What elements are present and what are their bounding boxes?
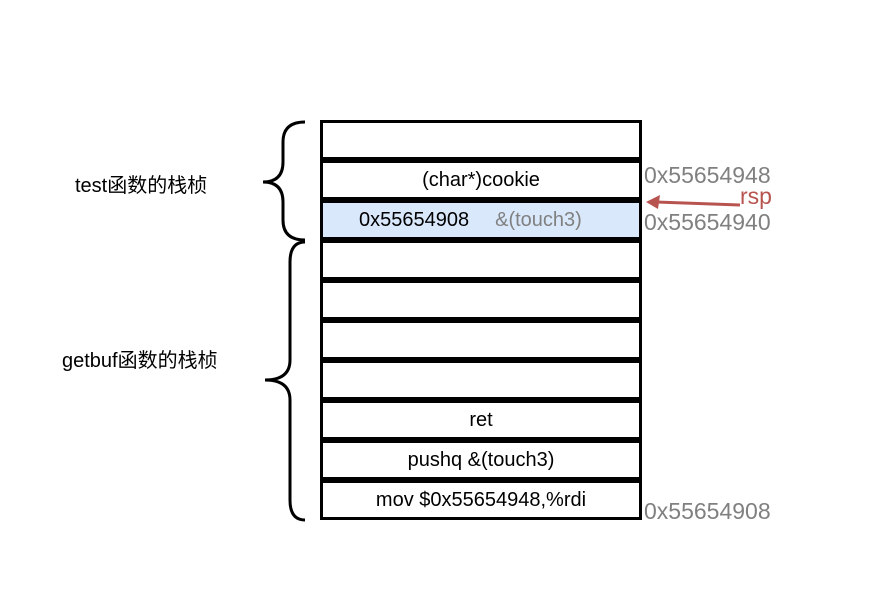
getbuf-frame-label: getbuf函数的栈桢 bbox=[62, 350, 218, 372]
stack-cell-empty-3 bbox=[320, 320, 642, 360]
address-cookie: 0x55654948 bbox=[644, 162, 771, 188]
stack-cell-empty-2 bbox=[320, 280, 642, 320]
cookie-text: (char*)cookie bbox=[422, 168, 540, 191]
rsp-arrow bbox=[646, 195, 741, 209]
ret-text: ret bbox=[469, 408, 493, 431]
stack-cell-empty-1 bbox=[320, 240, 642, 280]
stack-cell-empty-top bbox=[320, 120, 642, 160]
touch3-address-value: 0x55654908 bbox=[359, 208, 470, 231]
stack-cell-touch3-address: 0x55654908 &(touch3) bbox=[320, 200, 642, 240]
stack-cell-cookie: (char*)cookie bbox=[320, 160, 642, 200]
address-bottom: 0x55654908 bbox=[644, 498, 771, 524]
getbuf-frame-brace bbox=[264, 240, 306, 522]
stack-cell-pushq: pushq &(touch3) bbox=[320, 440, 642, 480]
address-touch3: 0x55654940 bbox=[644, 209, 771, 235]
stack-cell-empty-4 bbox=[320, 360, 642, 400]
test-frame-brace bbox=[262, 120, 306, 242]
test-frame-label: test函数的栈桢 bbox=[75, 175, 208, 197]
pushq-text: pushq &(touch3) bbox=[407, 448, 555, 471]
rsp-label: rsp bbox=[740, 183, 772, 209]
touch3-address-note: &(touch3) bbox=[495, 208, 582, 231]
mov-text: mov $0x55654948,%rdi bbox=[375, 488, 587, 511]
stack-cell-mov: mov $0x55654948,%rdi bbox=[320, 480, 642, 520]
stack-cell-ret: ret bbox=[320, 400, 642, 440]
